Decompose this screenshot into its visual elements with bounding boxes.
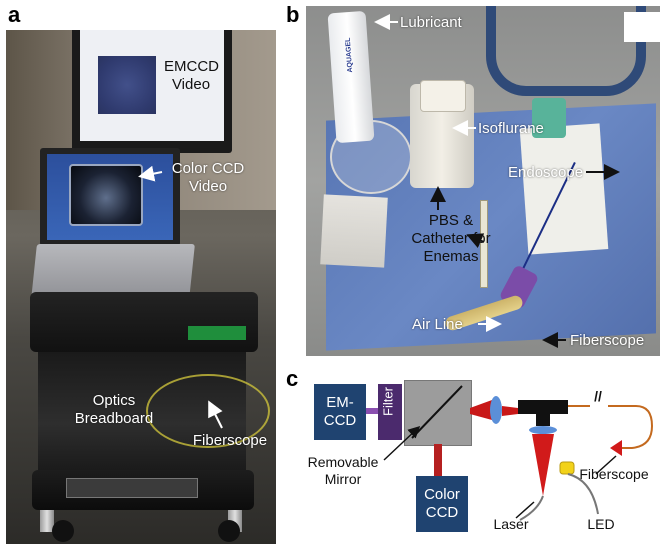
label-removable-mirror: Removable Mirror	[307, 454, 379, 487]
color-ccd-box: Color CCD	[416, 476, 468, 532]
isoflurane-bottle	[410, 80, 474, 188]
panel-c-letter: c	[286, 366, 299, 391]
filter-label: Filter	[380, 387, 396, 416]
led-body	[559, 461, 575, 475]
label-fiberscope-a: Fiberscope	[192, 432, 268, 449]
cart-top-tray	[30, 292, 258, 352]
em-ccd-box: EM-CCD	[314, 384, 366, 440]
label-endoscope: Endoscope	[508, 164, 584, 181]
label-fiberscope-b: Fiberscope	[570, 332, 645, 349]
emccd-monitor	[72, 30, 232, 153]
panel-b-letter: b	[286, 2, 300, 27]
fiberscope-tip	[610, 440, 622, 456]
corner-mask	[624, 12, 660, 42]
tubing	[486, 6, 646, 96]
label-isoflurane: Isoflurane	[478, 120, 544, 137]
bottle-cap	[420, 80, 466, 112]
label-lubricant: Lubricant	[400, 14, 462, 31]
panel-a-letter: a	[8, 2, 21, 27]
beam-to-emccd	[366, 408, 378, 414]
tee-top	[518, 400, 568, 414]
filter-box: Filter	[378, 384, 402, 440]
tee-stem	[536, 414, 550, 426]
label-color-ccd-video: Color CCD Video	[171, 160, 245, 195]
label-led: LED	[587, 516, 615, 532]
label-pbs-catheter: PBS & Catheter for Enemas	[411, 212, 491, 265]
gauze-pads	[320, 194, 388, 268]
laser-cone	[532, 434, 554, 496]
beam-lens-tee	[502, 406, 518, 416]
label-optics-breadboard: Optics Breadboard	[74, 392, 154, 427]
fiber-coil	[146, 374, 270, 448]
label-emccd-video: EMCCD Video	[164, 58, 219, 93]
nose-cone	[532, 98, 566, 138]
mirror-box	[404, 380, 472, 446]
photo-bench: AQUAGEL	[306, 6, 660, 356]
lubricant-brand: AQUAGEL	[344, 37, 355, 73]
laptop-display	[47, 154, 173, 240]
label-air-line: Air Line	[412, 316, 463, 333]
power-strip	[66, 478, 198, 498]
photo-cart	[6, 30, 276, 544]
fiber-break-mark: //	[594, 388, 602, 404]
label-laser: Laser	[493, 516, 529, 532]
green-tag	[188, 326, 246, 340]
color-ccd-video-window	[69, 164, 143, 226]
lubricant-tube: AQUAGEL	[327, 10, 375, 144]
lens-2	[529, 426, 557, 434]
label-fiberscope-c: Fiberscope	[579, 466, 649, 482]
fiber-to-tip	[608, 405, 654, 449]
white-card	[519, 123, 609, 255]
emccd-video-window	[98, 56, 156, 114]
monitor-screen	[80, 30, 224, 141]
color-ccd-label: Color CCD	[424, 486, 460, 521]
wheel-left	[52, 520, 74, 542]
wheel-right	[218, 520, 240, 542]
laptop-screen	[40, 148, 180, 246]
beam-to-color-ccd	[434, 444, 442, 476]
em-ccd-label: EM-CCD	[323, 394, 357, 429]
lens-1	[490, 396, 502, 424]
beam-mirror-lens	[470, 400, 492, 420]
optical-schematic: EM-CCD Filter Color CCD Removable Mirror…	[306, 370, 660, 546]
